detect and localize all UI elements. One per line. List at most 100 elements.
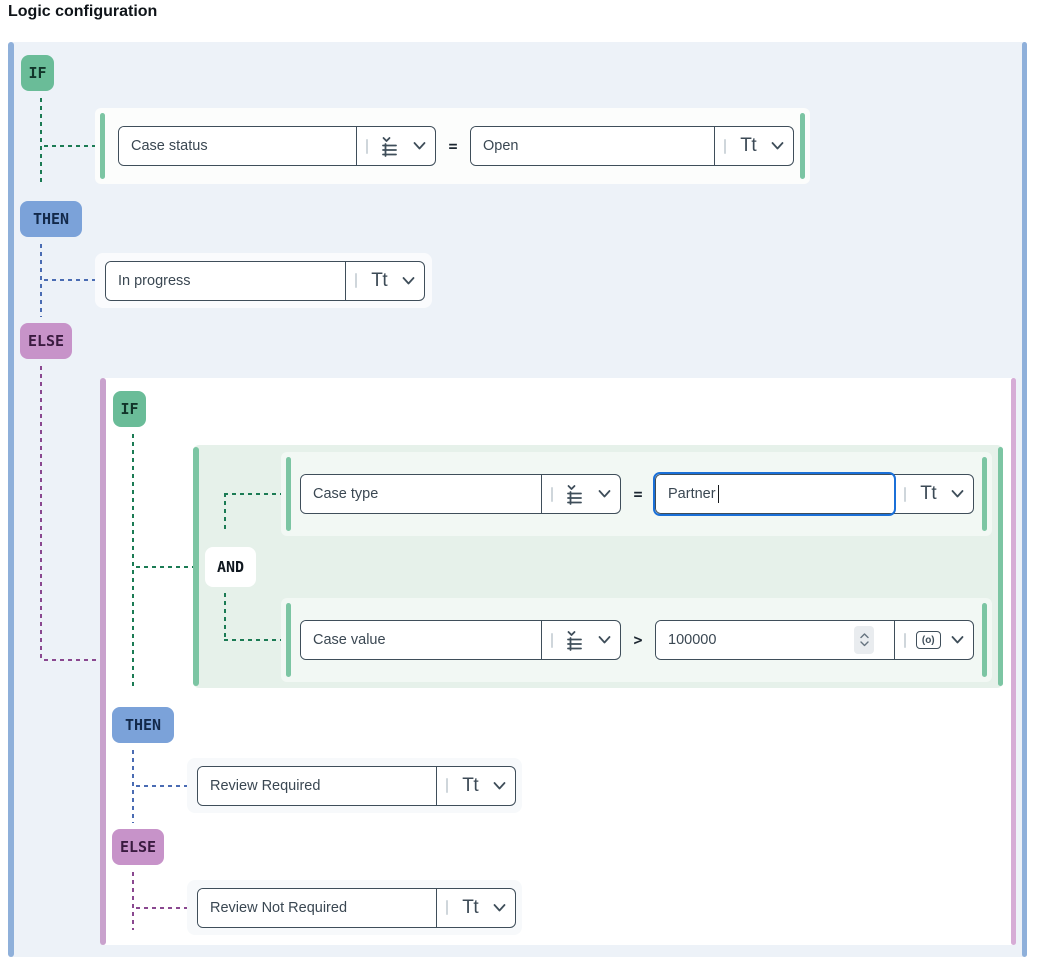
else-type-dropdown[interactable]: Tt [437, 889, 515, 927]
divider [366, 138, 368, 154]
group-accent-bar [193, 447, 199, 686]
chevron-down-icon [493, 781, 506, 789]
field-list-icon [567, 630, 583, 651]
then-value-group: Review Required Tt [197, 765, 516, 806]
field-type-dropdown[interactable] [542, 621, 620, 659]
divider [551, 486, 553, 502]
nested-panel-right-accent [1010, 378, 1016, 945]
divider [724, 138, 726, 154]
value-input[interactable]: Open [471, 127, 715, 165]
text-type-icon: Tt [371, 269, 388, 291]
connector-line [132, 750, 134, 823]
condition-field-group: Case type [300, 474, 621, 514]
connector-line [40, 244, 42, 317]
field-list-icon [382, 136, 398, 157]
chevron-down-icon [951, 636, 964, 644]
then-badge: THEN [20, 201, 82, 237]
condition-accent-bar [982, 603, 987, 677]
chevron-down-icon [598, 490, 611, 498]
connector-line [132, 434, 134, 686]
divider [904, 632, 906, 648]
field-type-dropdown[interactable] [357, 127, 435, 165]
operator: > [633, 631, 643, 649]
else-badge: ELSE [112, 829, 164, 865]
nested-rule-panel: IF AND Case type [100, 378, 1016, 945]
if-badge: IF [113, 391, 146, 427]
chevron-down-icon [493, 903, 506, 911]
connector-line [224, 493, 226, 533]
operator: = [633, 485, 643, 503]
connector-line [136, 566, 193, 568]
divider [551, 632, 553, 648]
value-input-focused[interactable]: Partner [653, 472, 896, 516]
condition-accent-bar [982, 457, 987, 531]
connector-line [132, 872, 134, 930]
and-join-label: AND [205, 547, 256, 587]
condition-accent-bar [286, 603, 291, 677]
connector-line [44, 279, 96, 281]
chevron-down-icon [402, 276, 415, 284]
if-badge: IF [21, 55, 54, 91]
field-input[interactable]: Case value [301, 621, 542, 659]
connector-line [224, 639, 281, 641]
else-badge: ELSE [20, 323, 72, 359]
number-type-icon: (o) [915, 631, 941, 649]
condition-field-group: Case status [118, 126, 436, 166]
connector-line [224, 493, 281, 495]
text-type-icon: Tt [462, 774, 479, 796]
outer-rule-panel: IF Case status [8, 42, 1027, 957]
condition-row: Case type [281, 452, 992, 536]
connector-line [136, 907, 187, 909]
field-type-dropdown[interactable] [542, 475, 620, 513]
connector-line [44, 659, 98, 661]
condition-value-group: Open Tt [470, 126, 794, 166]
stepper-down-icon [859, 641, 869, 647]
then-value-row: Review Required Tt [187, 758, 522, 813]
divider [446, 778, 448, 793]
condition-accent-bar [286, 457, 291, 531]
connector-line [40, 366, 42, 662]
connector-line [44, 145, 96, 147]
connector-line [40, 98, 42, 186]
connector-line [224, 593, 226, 639]
number-value-input[interactable]: 100000 [656, 621, 895, 659]
else-value-input[interactable]: Review Not Required [198, 888, 437, 927]
number-stepper[interactable] [854, 626, 874, 654]
page-title: Logic configuration [8, 3, 158, 20]
then-value-group: In progress Tt [105, 260, 425, 301]
condition-row: Case value [281, 598, 992, 682]
then-value-row: In progress Tt [95, 253, 432, 308]
field-list-icon [567, 484, 583, 505]
then-badge: THEN [112, 707, 174, 743]
condition-field-group: Case value [300, 620, 621, 660]
outer-panel-left-accent [8, 42, 14, 957]
divider [904, 486, 906, 502]
field-input[interactable]: Case type [301, 475, 542, 513]
connector-line [136, 785, 187, 787]
condition-value-group: Partner Tt [653, 472, 974, 516]
chevron-down-icon [771, 142, 784, 150]
stepper-up-icon [859, 633, 869, 639]
value-type-dropdown[interactable]: Tt [895, 475, 973, 513]
value-type-dropdown[interactable]: Tt [715, 127, 793, 165]
text-type-icon: Tt [740, 135, 757, 156]
group-accent-bar [997, 447, 1003, 686]
else-value-group: Review Not Required Tt [197, 887, 516, 928]
condition-accent-bar [100, 113, 105, 179]
then-value-input[interactable]: In progress [106, 261, 346, 300]
condition-accent-bar [800, 113, 805, 179]
value-type-dropdown[interactable]: (o) [895, 621, 973, 659]
text-type-icon: Tt [920, 483, 937, 504]
and-condition-group: AND Case type [193, 445, 1003, 688]
divider [355, 273, 357, 288]
chevron-down-icon [413, 142, 426, 150]
condition-row: Case status = [95, 108, 810, 184]
condition-value-group: 100000 (o) [655, 620, 974, 660]
field-input[interactable]: Case status [119, 127, 357, 165]
then-type-dropdown[interactable]: Tt [346, 262, 424, 300]
then-value-input[interactable]: Review Required [198, 766, 437, 805]
then-type-dropdown[interactable]: Tt [437, 767, 515, 805]
else-value-row: Review Not Required Tt [187, 880, 522, 935]
chevron-down-icon [951, 490, 964, 498]
outer-panel-right-accent [1021, 42, 1027, 957]
